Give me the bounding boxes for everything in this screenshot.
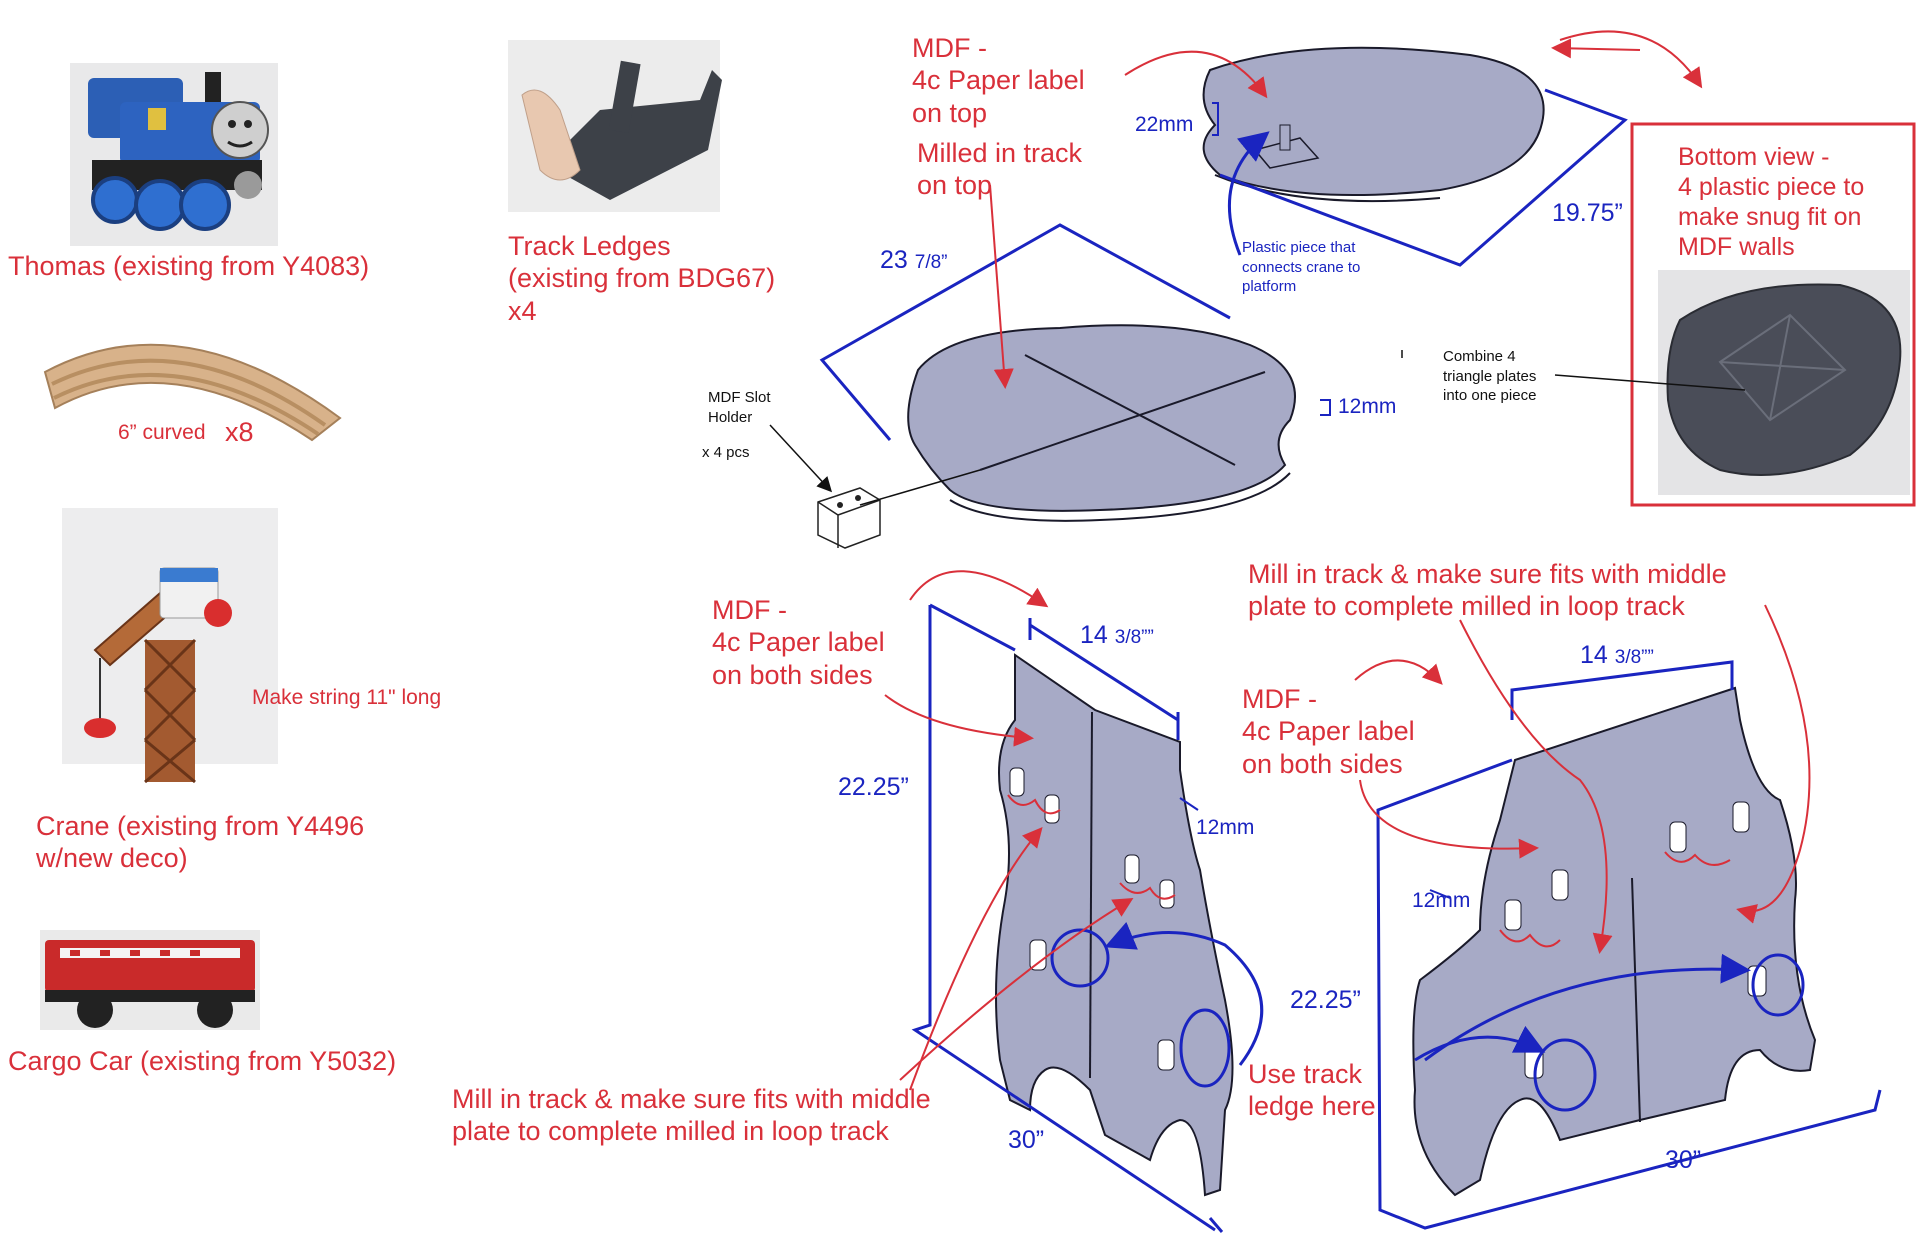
left-wall-dimension-lines: [911, 603, 1224, 1233]
top-plate-dimension-lines: [1212, 88, 1628, 267]
bottom-view-box: [1630, 122, 1916, 507]
middle-plate: [907, 324, 1296, 522]
crane-photo: [62, 508, 278, 784]
left-wall-thickness: 12mm: [1196, 816, 1255, 839]
right-wall-dimension-lines: [1376, 660, 1882, 1230]
top-plate-mdf-label: MDF - 4c Paper label on top: [912, 33, 1085, 128]
plastic-piece-note: Plastic piece that connects crane to pla…: [1242, 239, 1361, 295]
right-wall-length: 30”: [1665, 1146, 1702, 1174]
curved-track-qty: x8: [225, 417, 254, 447]
left-wall-mdf-label: MDF - 4c Paper label on both sides: [712, 595, 885, 690]
middle-plate-thickness: 12mm: [1338, 395, 1397, 418]
slot-holder-title: MDF Slot Holder: [708, 389, 771, 426]
thomas-photo: [70, 63, 278, 246]
top-plate-width: 19.75”: [1552, 199, 1623, 227]
crane-label: Crane (existing from Y4496 w/new deco): [36, 811, 365, 874]
right-wall-thickness: 12mm: [1412, 889, 1471, 912]
track-ledges-label: Track Ledges (existing from BDG67) x4: [508, 231, 776, 326]
right-wall-mill-note: Mill in track & make sure fits with midd…: [1248, 559, 1727, 622]
track-ledge-photo: [508, 40, 722, 212]
cargo-car-label: Cargo Car (existing from Y5032): [8, 1046, 397, 1076]
cargo-car-photo: [40, 930, 260, 1030]
curved-track-photo: [43, 343, 342, 442]
slot-holder-sketch: [769, 424, 981, 549]
combine-plates-note: Combine 4 triangle plates into one piece: [1443, 348, 1537, 404]
right-wall-height: 22.25”: [1290, 986, 1361, 1014]
right-wall-width: 14 3/8””: [1580, 641, 1654, 669]
crane-string-note: Make string 11" long: [252, 686, 442, 709]
curved-track-label: 6” curved: [118, 421, 206, 444]
track-ledge-note: Use track ledge here: [1248, 1059, 1376, 1122]
left-wall-width: 14 3/8””: [1080, 621, 1154, 649]
blue-annotation-arrows: [1104, 131, 1751, 1066]
right-wall: [1412, 686, 1817, 1197]
thomas-label: Thomas (existing from Y4083): [8, 251, 370, 281]
left-wall-length: 30”: [1008, 1126, 1045, 1154]
middle-plate-dimension-lines: [819, 223, 1331, 441]
left-wall-mill-note: Mill in track & make sure fits with midd…: [452, 1084, 931, 1147]
top-plate-milled-label: Milled in track on top: [917, 138, 1083, 201]
left-wall: [995, 653, 1234, 1197]
left-wall-height: 22.25”: [838, 773, 909, 801]
top-plate-thickness: 22mm: [1135, 113, 1194, 136]
slot-holder-qty: x 4 pcs: [702, 444, 750, 461]
combine-pointer: [1401, 350, 1746, 391]
bottom-view-label: Bottom view - 4 plastic piece to make sn…: [1678, 143, 1865, 261]
middle-plate-width: 23 7/8”: [880, 246, 948, 274]
top-plate: [1202, 46, 1545, 203]
red-annotation-arrows: [884, 30, 1811, 1091]
right-wall-mdf-label: MDF - 4c Paper label on both sides: [1242, 684, 1415, 779]
